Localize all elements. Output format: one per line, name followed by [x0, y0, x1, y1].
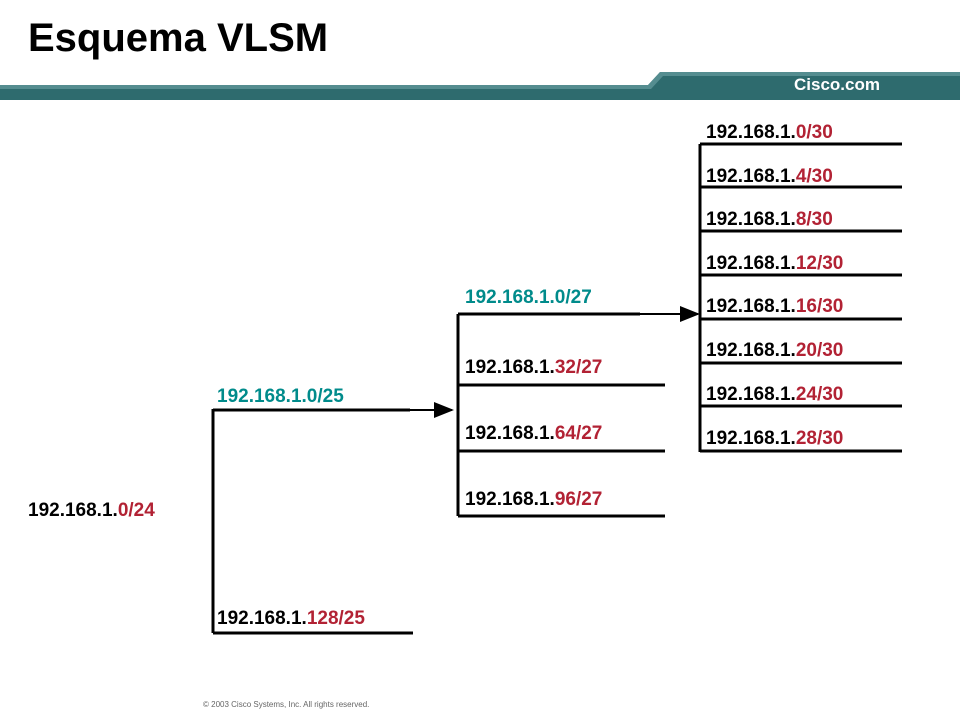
level3-6-prefix: 192.168.1.	[706, 384, 796, 405]
level2-label-3: 192.168.1.96/27	[465, 489, 602, 511]
level2-label-1: 192.168.1.32/27	[465, 357, 602, 379]
level1-1-prefix: 192.168.1.	[217, 608, 307, 629]
level3-1-suffix: 4/30	[795, 166, 833, 187]
level1-1-suffix: 128/25	[306, 608, 365, 629]
level3-0-suffix: 0/30	[795, 122, 833, 143]
copyright-footer: © 2003 Cisco Systems, Inc. All rights re…	[203, 700, 370, 709]
level2-3-suffix: 96/27	[554, 489, 603, 510]
level2-1-prefix: 192.168.1.	[465, 357, 555, 378]
level3-7-prefix: 192.168.1.	[706, 428, 796, 449]
cisco-logo-text: Cisco.com	[794, 75, 880, 94]
level3-0-prefix: 192.168.1.	[706, 122, 796, 143]
level3-4-prefix: 192.168.1.	[706, 296, 796, 317]
level3-label-7: 192.168.1.28/30	[706, 428, 843, 450]
level2-label-2: 192.168.1.64/27	[465, 423, 602, 445]
level2-3-prefix: 192.168.1.	[465, 489, 555, 510]
level1-label-1: 192.168.1.128/25	[217, 608, 365, 630]
level3-label-4: 192.168.1.16/30	[706, 296, 843, 318]
level3-3-suffix: 12/30	[795, 253, 844, 274]
level3-label-5: 192.168.1.20/30	[706, 340, 843, 362]
level3-1-prefix: 192.168.1.	[706, 166, 796, 187]
page-title: Esquema VLSM	[28, 16, 329, 60]
root-prefix: 192.168.1.	[28, 500, 118, 521]
level3-2-suffix: 8/30	[795, 209, 833, 230]
level3-5-suffix: 20/30	[795, 340, 844, 361]
level3-label-1: 192.168.1.4/30	[706, 166, 833, 188]
level3-5-prefix: 192.168.1.	[706, 340, 796, 361]
level2-label-0: 192.168.1.0/27	[465, 287, 592, 308]
level3-label-6: 192.168.1.24/30	[706, 384, 843, 406]
level3-3-prefix: 192.168.1.	[706, 253, 796, 274]
level2-1-suffix: 32/27	[554, 357, 603, 378]
level3-label-3: 192.168.1.12/30	[706, 253, 843, 275]
level3-7-suffix: 28/30	[795, 428, 844, 449]
level2-2-prefix: 192.168.1.	[465, 423, 555, 444]
root-suffix: 0/24	[117, 500, 155, 521]
level3-label-2: 192.168.1.8/30	[706, 209, 833, 231]
level3-6-suffix: 24/30	[795, 384, 844, 405]
level3-4-suffix: 16/30	[795, 296, 844, 317]
header-bar	[0, 72, 960, 100]
level1-label-0: 192.168.1.0/25	[217, 386, 344, 407]
level3-2-prefix: 192.168.1.	[706, 209, 796, 230]
level2-2-suffix: 64/27	[554, 423, 603, 444]
root-network-label: 192.168.1.0/24	[28, 500, 155, 522]
level3-label-0: 192.168.1.0/30	[706, 122, 833, 144]
